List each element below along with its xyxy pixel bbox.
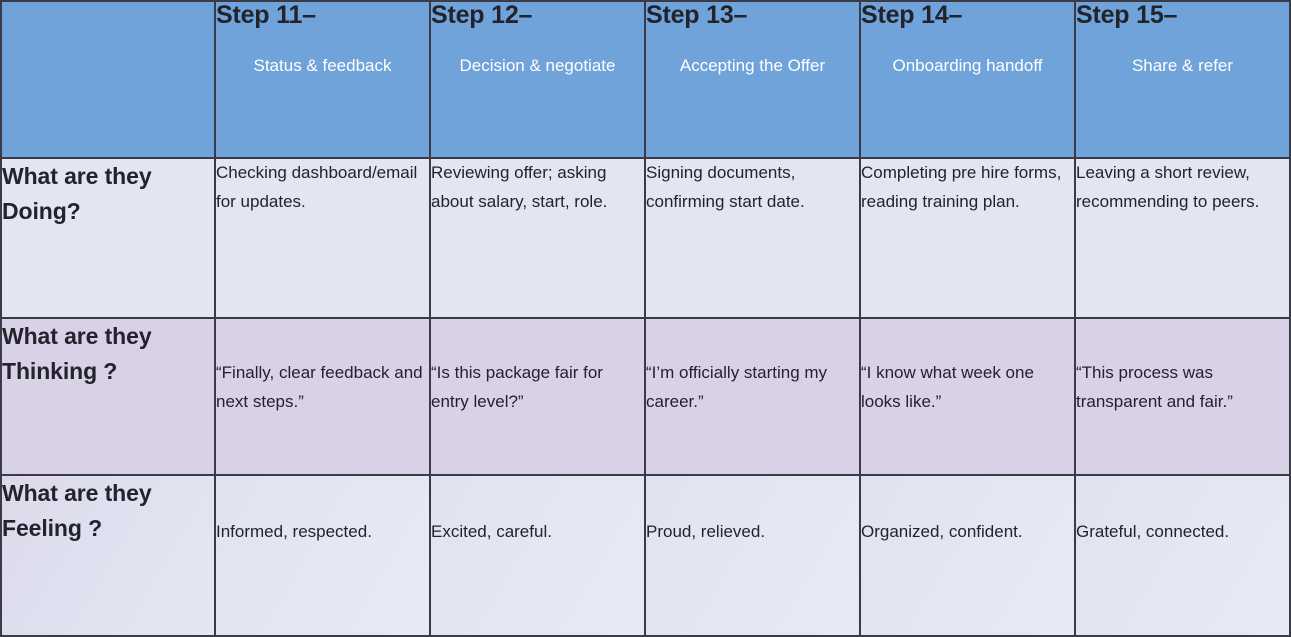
- cell-text: Grateful, connected.: [1076, 522, 1230, 541]
- column-subtitle: Status & feedback: [253, 55, 392, 75]
- row-label-text: What are they Doing?: [2, 163, 152, 224]
- cell-text: Completing pre hire forms, reading train…: [861, 163, 1062, 211]
- column-header-step-14: Step 14– Onboarding handoff: [859, 0, 1076, 159]
- row-label-text: What are they Feeling ?: [2, 480, 152, 541]
- column-title: Step 14–: [861, 1, 963, 29]
- cell-text: Reviewing offer; asking about salary, st…: [431, 163, 608, 211]
- header-corner-cell: [0, 0, 216, 159]
- table-header-row: Step 11– Status & feedback Step 12– Deci…: [0, 0, 1291, 159]
- row-label-thinking: What are they Thinking ?: [0, 317, 216, 476]
- cell-text: “I know what week one looks like.”: [861, 363, 1034, 411]
- cell-text: “Finally, clear feedback and next steps.…: [216, 363, 423, 411]
- cell-doing-step-13: Signing documents, confirming start date…: [644, 157, 861, 319]
- column-title: Step 12–: [431, 1, 533, 29]
- table-row-feeling: What are they Feeling ? Informed, respec…: [0, 474, 1291, 637]
- cell-doing-step-11: Checking dashboard/email for updates.: [214, 157, 431, 319]
- cell-thinking-step-12: “Is this package fair for entry level?”: [429, 317, 646, 476]
- table-row-thinking: What are they Thinking ? “Finally, clear…: [0, 317, 1291, 476]
- cell-text: “Is this package fair for entry level?”: [431, 363, 603, 411]
- column-header-step-12: Step 12– Decision & negotiate: [429, 0, 646, 159]
- column-subtitle: Share & refer: [1131, 55, 1234, 75]
- cell-thinking-step-11: “Finally, clear feedback and next steps.…: [214, 317, 431, 476]
- cell-feeling-step-12: Excited, careful.: [429, 474, 646, 637]
- cell-doing-step-14: Completing pre hire forms, reading train…: [859, 157, 1076, 319]
- cell-thinking-step-13: “I’m officially starting my career.”: [644, 317, 861, 476]
- cell-text: Signing documents, confirming start date…: [646, 163, 805, 211]
- cell-text: “This process was transparent and fair.”: [1076, 363, 1233, 411]
- cell-feeling-step-14: Organized, confident.: [859, 474, 1076, 637]
- column-subtitle: Decision & negotiate: [459, 55, 616, 75]
- column-subtitle: Accepting the Offer: [679, 55, 826, 75]
- cell-feeling-step-13: Proud, relieved.: [644, 474, 861, 637]
- row-label-feeling: What are they Feeling ?: [0, 474, 216, 637]
- cell-doing-step-15: Leaving a short review, recommending to …: [1074, 157, 1291, 319]
- row-label-doing: What are they Doing?: [0, 157, 216, 319]
- column-title: Step 13–: [646, 1, 748, 29]
- cell-feeling-step-11: Informed, respected.: [214, 474, 431, 637]
- cell-text: Informed, respected.: [216, 522, 372, 541]
- column-title: Step 15–: [1076, 1, 1178, 29]
- cell-text: Organized, confident.: [861, 522, 1023, 541]
- cell-text: “I’m officially starting my career.”: [646, 363, 828, 411]
- cell-text: Leaving a short review, recommending to …: [1076, 163, 1260, 211]
- cell-text: Excited, careful.: [431, 522, 552, 541]
- table-row-doing: What are they Doing? Checking dashboard/…: [0, 157, 1291, 319]
- cell-thinking-step-15: “This process was transparent and fair.”: [1074, 317, 1291, 476]
- cell-text: Proud, relieved.: [646, 522, 766, 541]
- row-label-text: What are they Thinking ?: [2, 323, 152, 384]
- cell-doing-step-12: Reviewing offer; asking about salary, st…: [429, 157, 646, 319]
- cell-text: Checking dashboard/email for updates.: [216, 163, 418, 211]
- column-title: Step 11–: [216, 1, 316, 29]
- cell-thinking-step-14: “I know what week one looks like.”: [859, 317, 1076, 476]
- column-header-step-13: Step 13– Accepting the Offer: [644, 0, 861, 159]
- column-header-step-15: Step 15– Share & refer: [1074, 0, 1291, 159]
- cell-feeling-step-15: Grateful, connected.: [1074, 474, 1291, 637]
- column-subtitle: Onboarding handoff: [892, 55, 1043, 75]
- column-header-step-11: Step 11– Status & feedback: [214, 0, 431, 159]
